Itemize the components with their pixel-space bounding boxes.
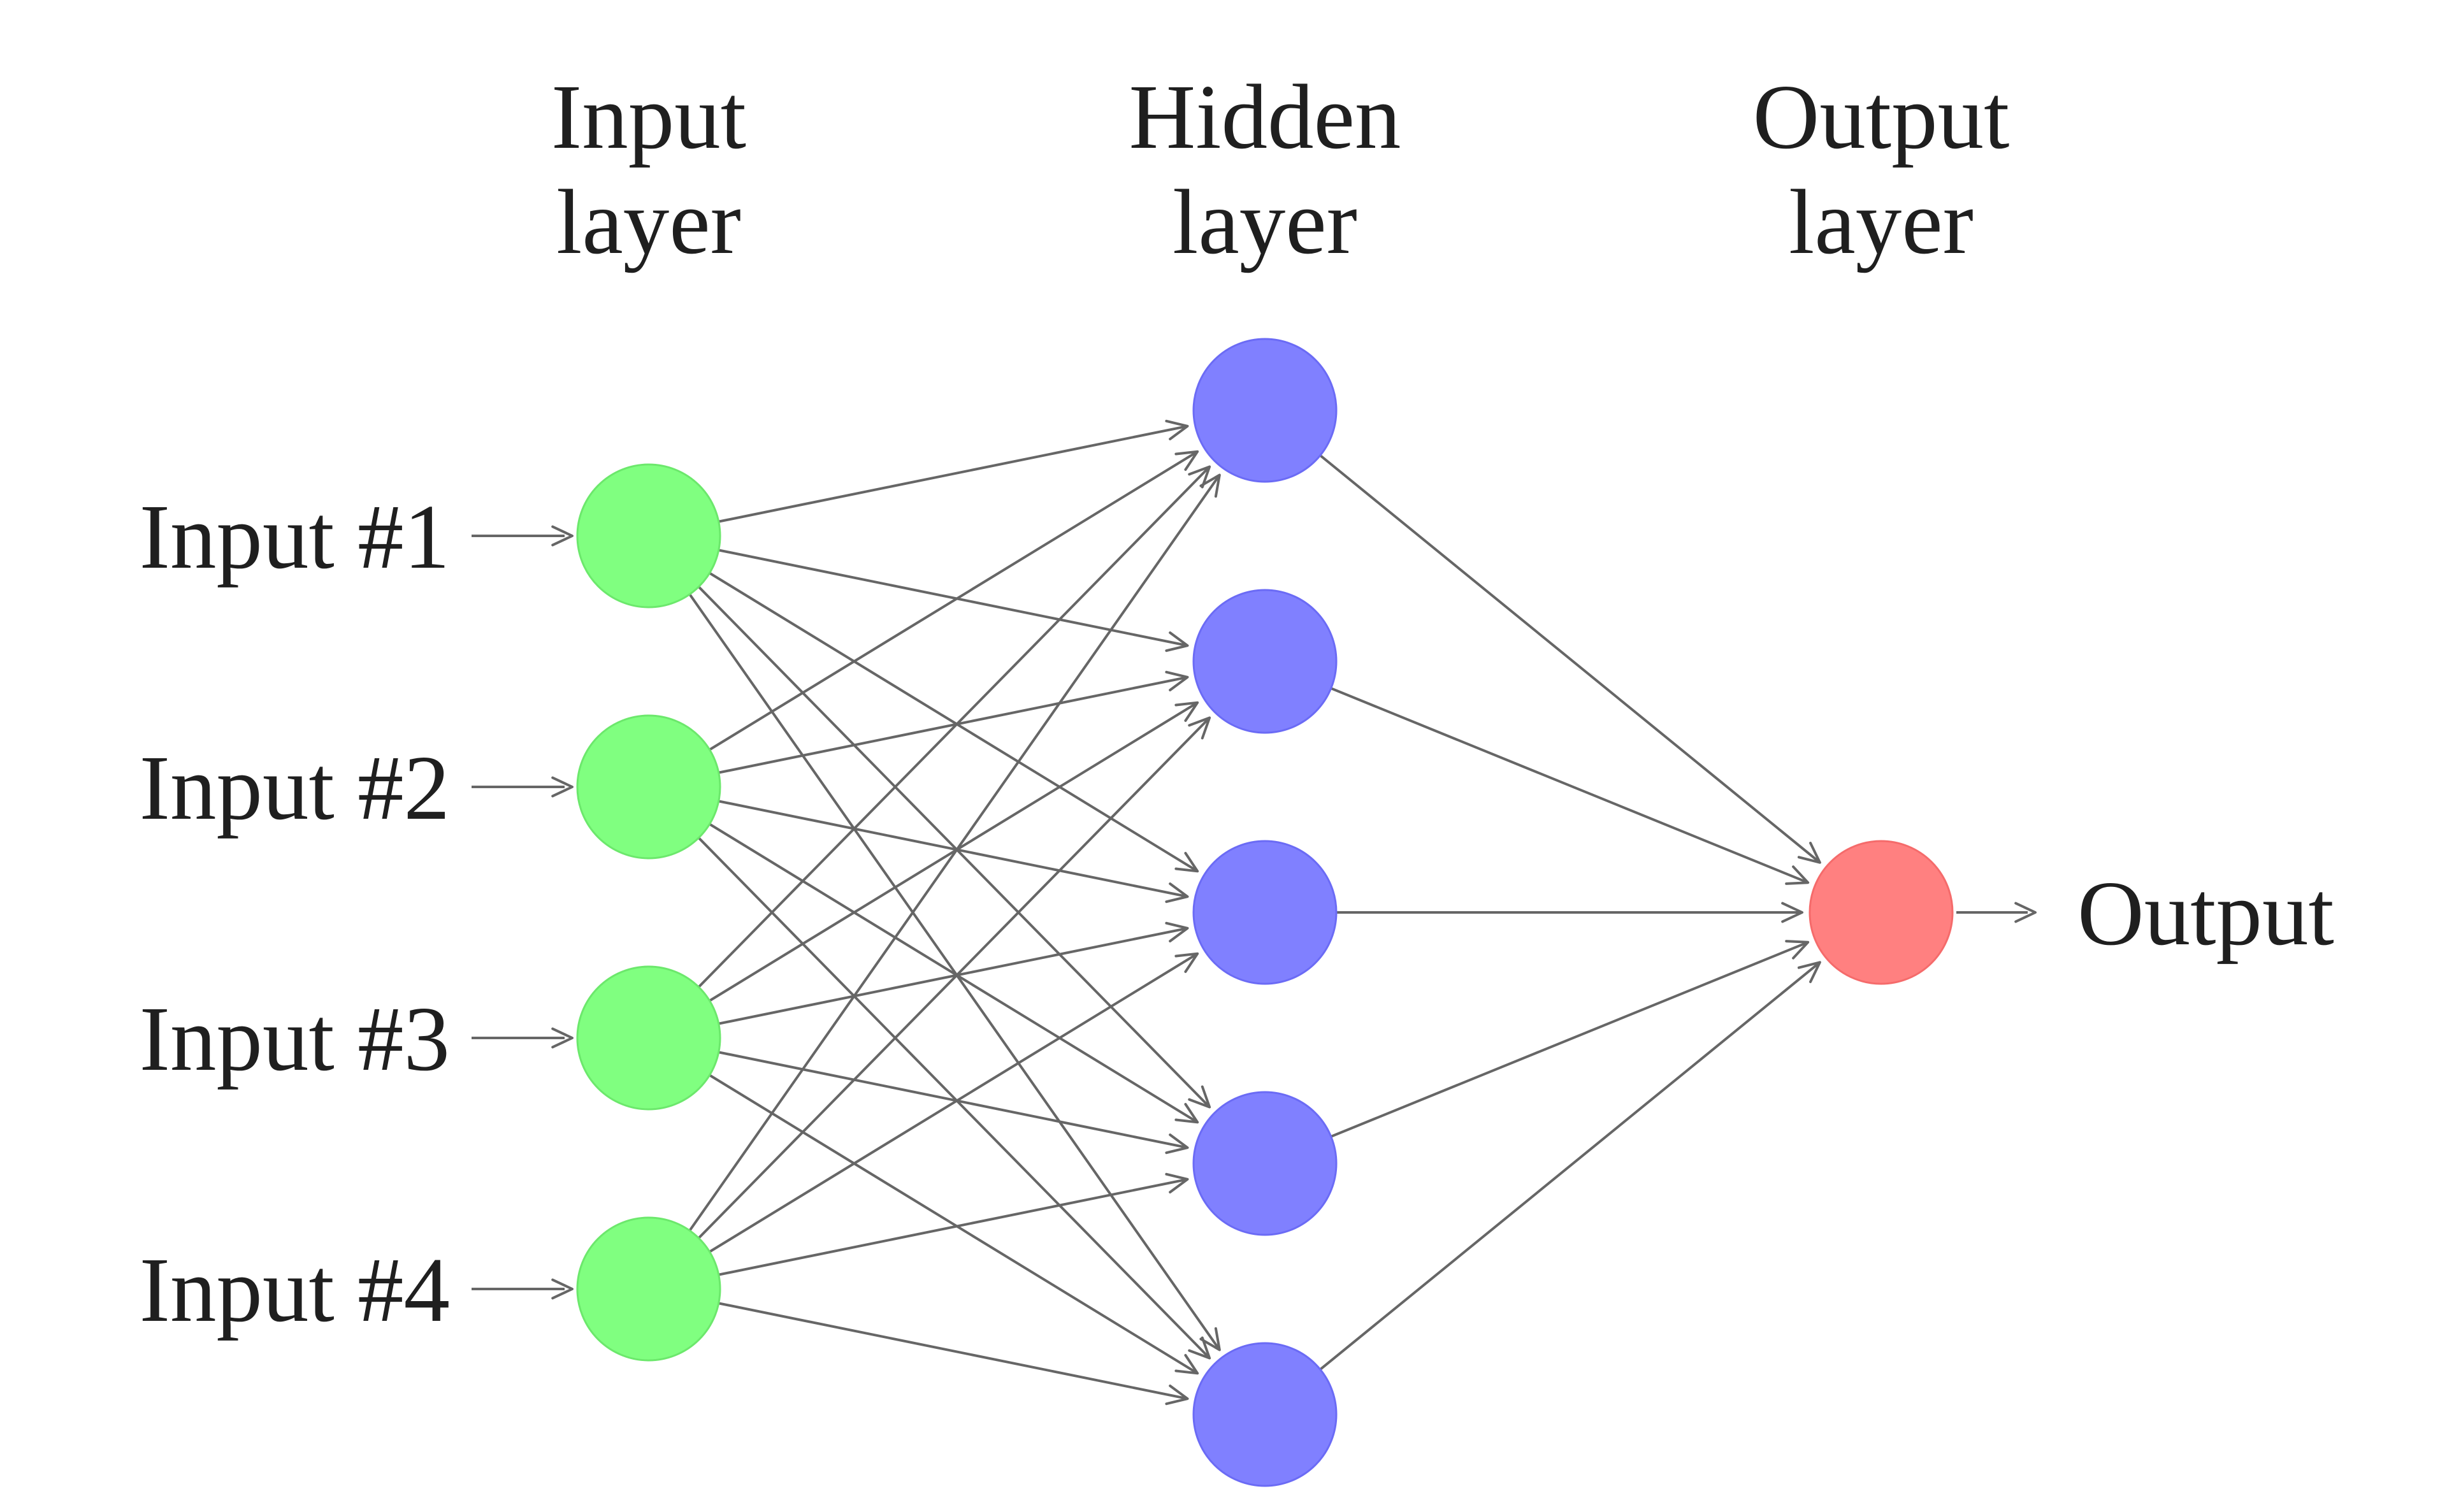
edge-input1-hidden5-arrowhead-icon: [1199, 1327, 1221, 1351]
edge-input4-hidden5-arrowhead-icon: [1165, 1385, 1189, 1406]
input-label-2: Input #2: [140, 737, 450, 839]
edge-input1-hidden5-line: [647, 535, 1221, 1351]
input-node-4: [576, 1216, 721, 1362]
edge-input2-hidden1-line: [647, 450, 1199, 788]
edge-input2-hidden5-arrowhead-icon: [1188, 1336, 1211, 1360]
hidden-node-5: [1192, 1342, 1338, 1487]
edge-input2-hidden2-arrowhead-icon: [1165, 670, 1189, 691]
edge-input4-hidden3-line: [647, 952, 1199, 1290]
edge-input1-hidden4-line: [647, 535, 1211, 1108]
edge-hidden3-output1-arrowhead-icon: [1781, 902, 1803, 923]
edge-input4-hidden4-line: [648, 1177, 1188, 1290]
layer-header-3-line-1: Output: [1753, 66, 2010, 168]
edge-input1-hidden3-arrowhead-icon: [1174, 852, 1199, 873]
hidden-node-1: [1192, 338, 1338, 483]
edge-input4-hidden2-line: [647, 717, 1211, 1290]
edge-hidden5-output1-arrowhead-icon: [1797, 961, 1821, 983]
edge-input3-hidden2-line: [647, 701, 1199, 1039]
edge-input2-hidden4-arrowhead-icon: [1174, 1103, 1199, 1124]
output-arrow-arrowhead-icon: [2014, 902, 2037, 923]
edge-input2-hidden4-line: [647, 786, 1199, 1124]
edge-hidden2-output1-arrowhead-icon: [1785, 865, 1810, 885]
edge-input3-hidden4-line: [648, 1037, 1188, 1149]
layer-header-3-line-2: layer: [1789, 171, 1974, 273]
edge-input2-hidden2-line: [648, 675, 1188, 788]
edge-hidden2-output1-line: [1264, 660, 1808, 884]
edge-input3-hidden3-line: [648, 926, 1188, 1039]
edge-hidden4-output1-line: [1264, 940, 1808, 1165]
input-node-3: [576, 965, 721, 1111]
input-node-1: [576, 463, 721, 608]
input-label-3: Input #3: [140, 988, 450, 1090]
hidden-node-2: [1192, 589, 1338, 734]
edge-input1-hidden3-line: [647, 535, 1199, 873]
edge-input3-hidden4-arrowhead-icon: [1165, 1134, 1189, 1155]
edge-input2-hidden3-line: [648, 786, 1188, 898]
edge-input2-hidden5-line: [647, 786, 1211, 1359]
output-label: Output: [2077, 863, 2334, 965]
edge-input2-hidden3-arrowhead-icon: [1165, 882, 1189, 904]
edge-input1-hidden2-arrowhead-icon: [1165, 631, 1189, 652]
edge-input4-hidden5-line: [648, 1288, 1188, 1400]
edge-input3-hidden5-line: [647, 1037, 1199, 1375]
input-node-2: [576, 714, 721, 860]
edge-input4-hidden1-line: [647, 474, 1221, 1290]
hidden-node-3: [1192, 840, 1338, 985]
input-arrow-4-arrowhead-icon: [551, 1278, 574, 1300]
edge-hidden4-output1-arrowhead-icon: [1785, 940, 1810, 960]
layer-header-1-line-1: Input: [551, 66, 746, 168]
edge-input1-hidden1-line: [648, 424, 1188, 537]
edge-input1-hidden1-arrowhead-icon: [1165, 419, 1189, 440]
edge-hidden1-output1-line: [1264, 409, 1821, 864]
layer-header-1-line-2: layer: [556, 171, 741, 273]
edge-hidden5-output1-line: [1264, 961, 1821, 1416]
edge-input2-hidden1-arrowhead-icon: [1174, 450, 1199, 471]
edge-hidden1-output1-arrowhead-icon: [1797, 842, 1821, 864]
edge-input3-hidden3-arrowhead-icon: [1165, 921, 1189, 942]
input-label-4: Input #4: [140, 1239, 450, 1341]
edge-input1-hidden2-line: [648, 535, 1188, 647]
edge-input3-hidden5-arrowhead-icon: [1174, 1354, 1199, 1375]
edge-input1-hidden4-arrowhead-icon: [1188, 1085, 1211, 1109]
edge-input4-hidden3-arrowhead-icon: [1174, 952, 1199, 973]
input-label-1: Input #1: [140, 486, 450, 588]
input-arrow-1-arrowhead-icon: [551, 525, 574, 547]
edge-input4-hidden2-arrowhead-icon: [1188, 716, 1211, 740]
output-node-1: [1808, 840, 1954, 985]
layer-header-2-line-1: Hidden: [1129, 66, 1401, 168]
edge-input3-hidden2-arrowhead-icon: [1174, 701, 1199, 722]
hidden-node-4: [1192, 1091, 1338, 1236]
layer-header-2-line-2: layer: [1173, 171, 1357, 273]
edge-input4-hidden1-arrowhead-icon: [1199, 473, 1221, 498]
edge-input3-hidden1-arrowhead-icon: [1188, 465, 1211, 489]
edge-input3-hidden1-line: [647, 466, 1211, 1039]
edge-input4-hidden4-arrowhead-icon: [1165, 1172, 1189, 1193]
input-arrow-3-arrowhead-icon: [551, 1027, 574, 1049]
input-arrow-2-arrowhead-icon: [551, 776, 574, 798]
